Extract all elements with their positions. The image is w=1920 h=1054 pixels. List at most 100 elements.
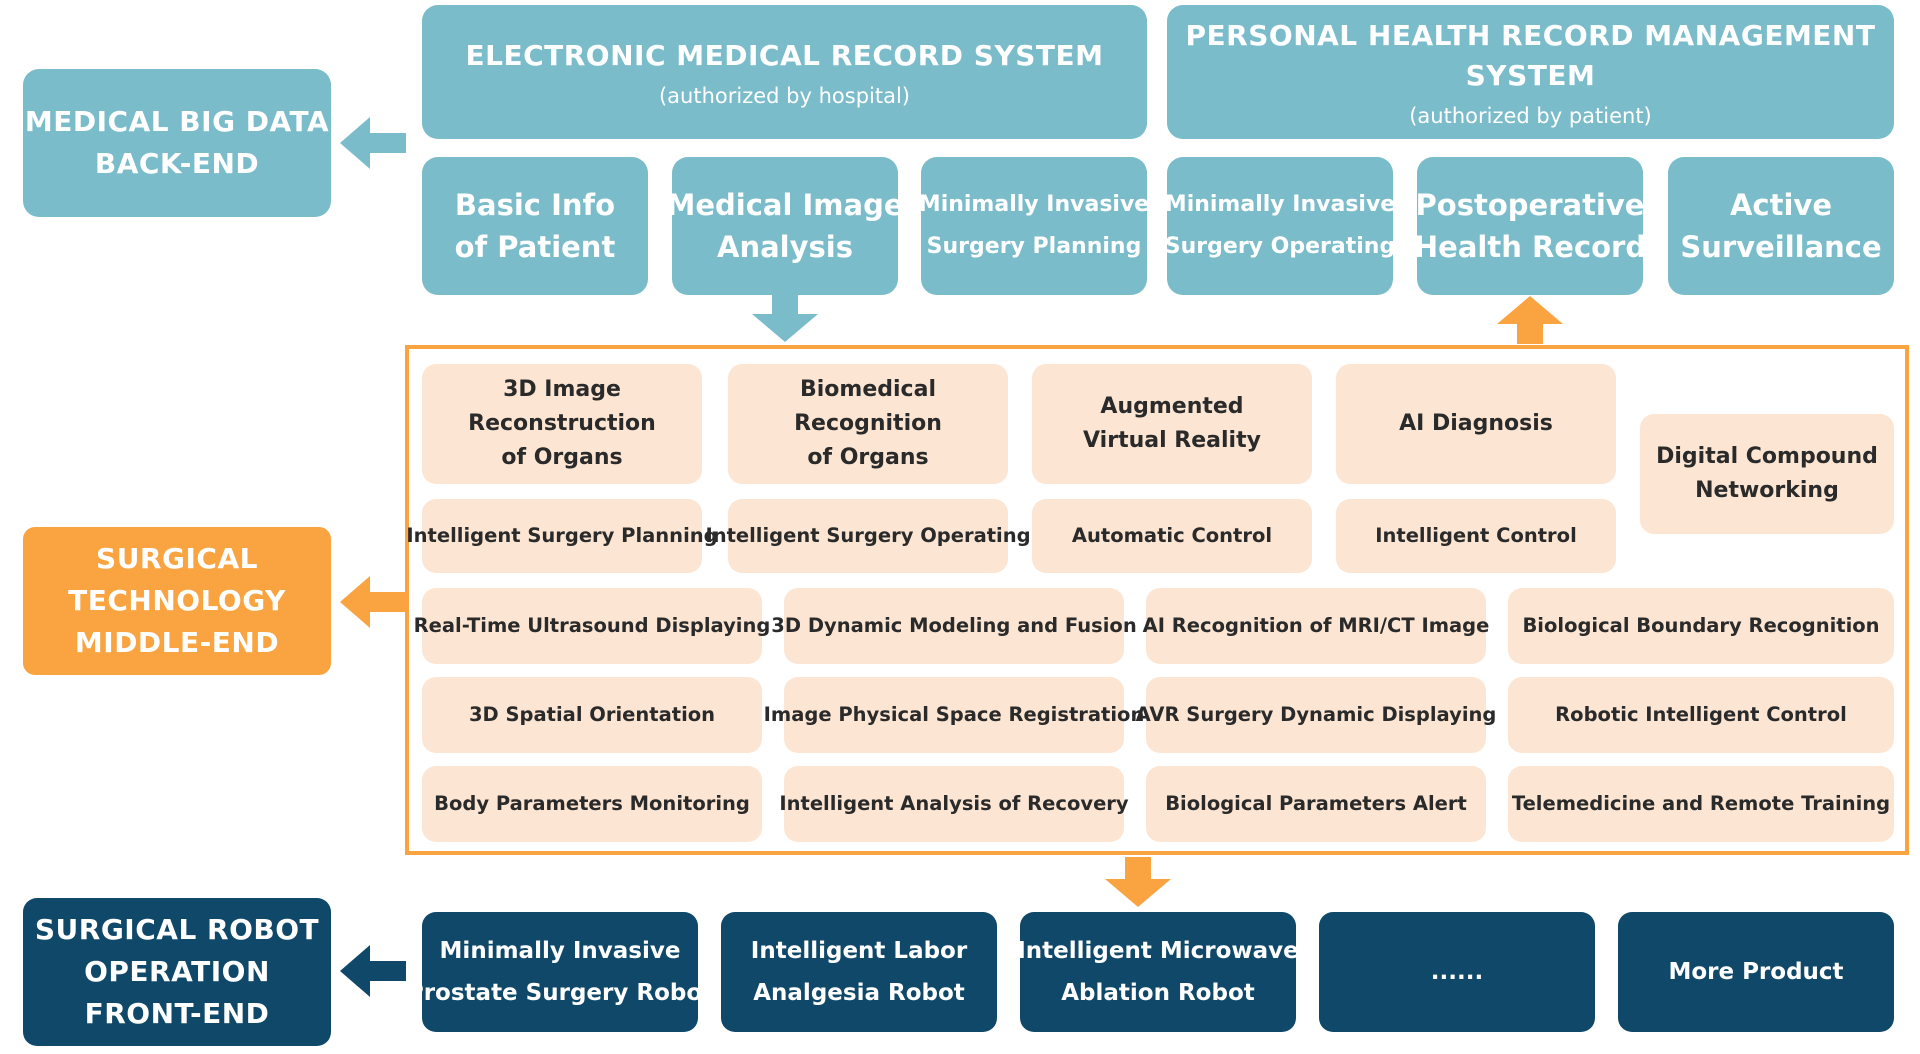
product-line: Prostate Surgery Robot: [406, 980, 714, 1006]
capability-body-parameters-monitoring: Body Parameters Monitoring: [422, 766, 762, 842]
product-line: Intelligent Labor: [750, 938, 968, 964]
capability-line: Intelligent Control: [1375, 524, 1577, 547]
product-labor-analgesia-robot: Intelligent Labor Analgesia Robot: [721, 912, 997, 1032]
module-medical-image-analysis: Medical Image Analysis: [666, 157, 904, 295]
up-arrow-icon: [1497, 296, 1563, 344]
capability-line: Recognition: [794, 411, 942, 436]
capability-line: Robotic Intelligent Control: [1555, 703, 1847, 726]
capability-line: Intelligent Surgery Planning: [406, 524, 718, 547]
capability-intelligent-surgery-operating: Intelligent Surgery Operating: [705, 499, 1031, 573]
module-line: Active: [1729, 188, 1832, 222]
middle-end-label-line: MIDDLE-END: [74, 626, 280, 659]
capability-intelligent-control: Intelligent Control: [1336, 499, 1616, 573]
module-line: of Patient: [454, 230, 616, 264]
capability-line: Augmented: [1100, 394, 1244, 419]
down-arrow-icon: [1105, 857, 1171, 907]
front-end-label-line: SURGICAL ROBOT: [34, 913, 320, 946]
capability-line: 3D Spatial Orientation: [468, 703, 716, 726]
capability-real-time-ultrasound: Real-Time Ultrasound Displaying: [414, 588, 770, 664]
module-active-surveillance: Active Surveillance: [1668, 157, 1894, 295]
product-line: Analgesia Robot: [753, 980, 965, 1006]
capability-biomedical-recognition: Biomedical Recognition of Organs: [728, 364, 1008, 484]
product-more: More Product: [1618, 912, 1894, 1032]
module-line: Postoperative: [1415, 188, 1645, 222]
module-line: Basic Info: [454, 188, 616, 222]
back-end-label-line: BACK-END: [94, 147, 260, 180]
capability-line: Intelligent Surgery Operating: [705, 524, 1031, 547]
product-microwave-ablation-robot: Intelligent Microwave Ablation Robot: [1017, 912, 1299, 1032]
product-line: Intelligent Microwave: [1017, 938, 1299, 964]
capability-biological-boundary: Biological Boundary Recognition: [1508, 588, 1894, 664]
left-arrow-icon: [340, 945, 406, 997]
emr-system: ELECTRONIC MEDICAL RECORD SYSTEM (author…: [422, 5, 1147, 139]
capability-line: AVR Surgery Dynamic Displaying: [1135, 703, 1497, 726]
capability-image-space-registration: Image Physical Space Registration: [764, 677, 1144, 753]
module-surgery-planning: Minimally Invasive Surgery Planning: [918, 157, 1150, 295]
module-line: Health Record: [1413, 230, 1647, 264]
middle-end-frame: [405, 345, 1909, 855]
front-end-label-line: FRONT-END: [84, 997, 270, 1030]
capability-line: Intelligent Analysis of Recovery: [779, 792, 1129, 815]
product-ellipsis: ......: [1319, 912, 1595, 1032]
capability-line: Biological Parameters Alert: [1165, 792, 1467, 815]
product-line: Minimally Invasive: [439, 938, 681, 964]
product-prostate-surgery-robot: Minimally Invasive Prostate Surgery Robo…: [407, 912, 713, 1032]
capability-avr-surgery-displaying: AVR Surgery Dynamic Displaying: [1136, 677, 1496, 753]
middle-end-label-line: TECHNOLOGY: [68, 584, 286, 617]
module-line: Analysis: [717, 230, 853, 264]
phr-system: PERSONAL HEALTH RECORD MANAGEMENT SYSTEM…: [1167, 5, 1894, 139]
back-end-label: MEDICAL BIG DATA BACK-END: [23, 69, 331, 217]
capability-line: Automatic Control: [1071, 524, 1273, 547]
capability-line: Biomedical: [800, 377, 936, 402]
capability-line: Biological Boundary Recognition: [1522, 614, 1880, 637]
capability-line: Reconstruction: [468, 411, 656, 436]
capability-line: AI Diagnosis: [1399, 411, 1553, 436]
module-line: Minimally Invasive: [1164, 192, 1396, 217]
front-end-label: SURGICAL ROBOT OPERATION FRONT-END: [23, 898, 331, 1046]
capability-3d-reconstruction: 3D Image Reconstruction of Organs: [422, 364, 702, 484]
system-subtitle: (authorized by patient): [1409, 104, 1652, 128]
capability-line: of Organs: [501, 445, 623, 470]
capability-intelligent-surgery-planning: Intelligent Surgery Planning: [406, 499, 718, 573]
module-line: Surgery Operating: [1164, 234, 1396, 259]
capability-automatic-control: Automatic Control: [1032, 499, 1312, 573]
capability-line: Digital Compound: [1656, 444, 1878, 469]
capability-3d-dynamic-modeling: 3D Dynamic Modeling and Fusion: [771, 588, 1137, 664]
module-line: Surveillance: [1680, 230, 1882, 264]
capability-line: 3D Dynamic Modeling and Fusion: [771, 614, 1137, 637]
capability-line: AI Recognition of MRI/CT Image: [1142, 614, 1490, 637]
capability-ai-diagnosis: AI Diagnosis: [1336, 364, 1616, 484]
capability-line: Real-Time Ultrasound Displaying: [413, 614, 771, 637]
module-basic-info: Basic Info of Patient: [422, 157, 648, 295]
capability-line: Telemedicine and Remote Training: [1511, 792, 1891, 815]
capability-robotic-intelligent-control: Robotic Intelligent Control: [1508, 677, 1894, 753]
module-line: Medical Image: [666, 188, 904, 222]
down-arrow-icon: [752, 294, 818, 342]
product-line: ......: [1430, 959, 1484, 985]
capability-augmented-virtual-reality: Augmented Virtual Reality: [1032, 364, 1312, 484]
capability-intelligent-analysis-recovery: Intelligent Analysis of Recovery: [779, 766, 1129, 842]
front-end-label-line: OPERATION: [84, 955, 270, 988]
left-arrow-icon: [340, 117, 406, 169]
capability-3d-spatial-orientation: 3D Spatial Orientation: [422, 677, 762, 753]
system-title: ELECTRONIC MEDICAL RECORD SYSTEM: [465, 39, 1104, 72]
capability-line: of Organs: [807, 445, 929, 470]
product-line: Ablation Robot: [1061, 980, 1255, 1006]
module-line: Surgery Planning: [926, 234, 1142, 259]
system-subtitle: (authorized by hospital): [658, 84, 910, 108]
module-postoperative-record: Postoperative Health Record: [1413, 157, 1647, 295]
capability-ai-recognition-mri-ct: AI Recognition of MRI/CT Image: [1143, 588, 1489, 664]
capability-line: 3D Image: [503, 377, 621, 402]
middle-end-label: SURGICAL TECHNOLOGY MIDDLE-END: [23, 527, 331, 675]
product-line: More Product: [1668, 959, 1844, 985]
left-arrow-icon: [340, 576, 406, 628]
capability-digital-compound-networking: Digital Compound Networking: [1640, 414, 1894, 534]
system-title: PERSONAL HEALTH RECORD MANAGEMENT SYSTEM: [1185, 19, 1876, 92]
module-line: Minimally Invasive: [918, 192, 1150, 217]
capability-line: Virtual Reality: [1083, 428, 1261, 453]
capability-biological-parameters-alert: Biological Parameters Alert: [1146, 766, 1486, 842]
capability-telemedicine-remote-training: Telemedicine and Remote Training: [1508, 766, 1894, 842]
middle-end-label-line: SURGICAL: [96, 542, 258, 575]
capability-line: Body Parameters Monitoring: [434, 792, 750, 815]
module-surgery-operating: Minimally Invasive Surgery Operating: [1164, 157, 1396, 295]
